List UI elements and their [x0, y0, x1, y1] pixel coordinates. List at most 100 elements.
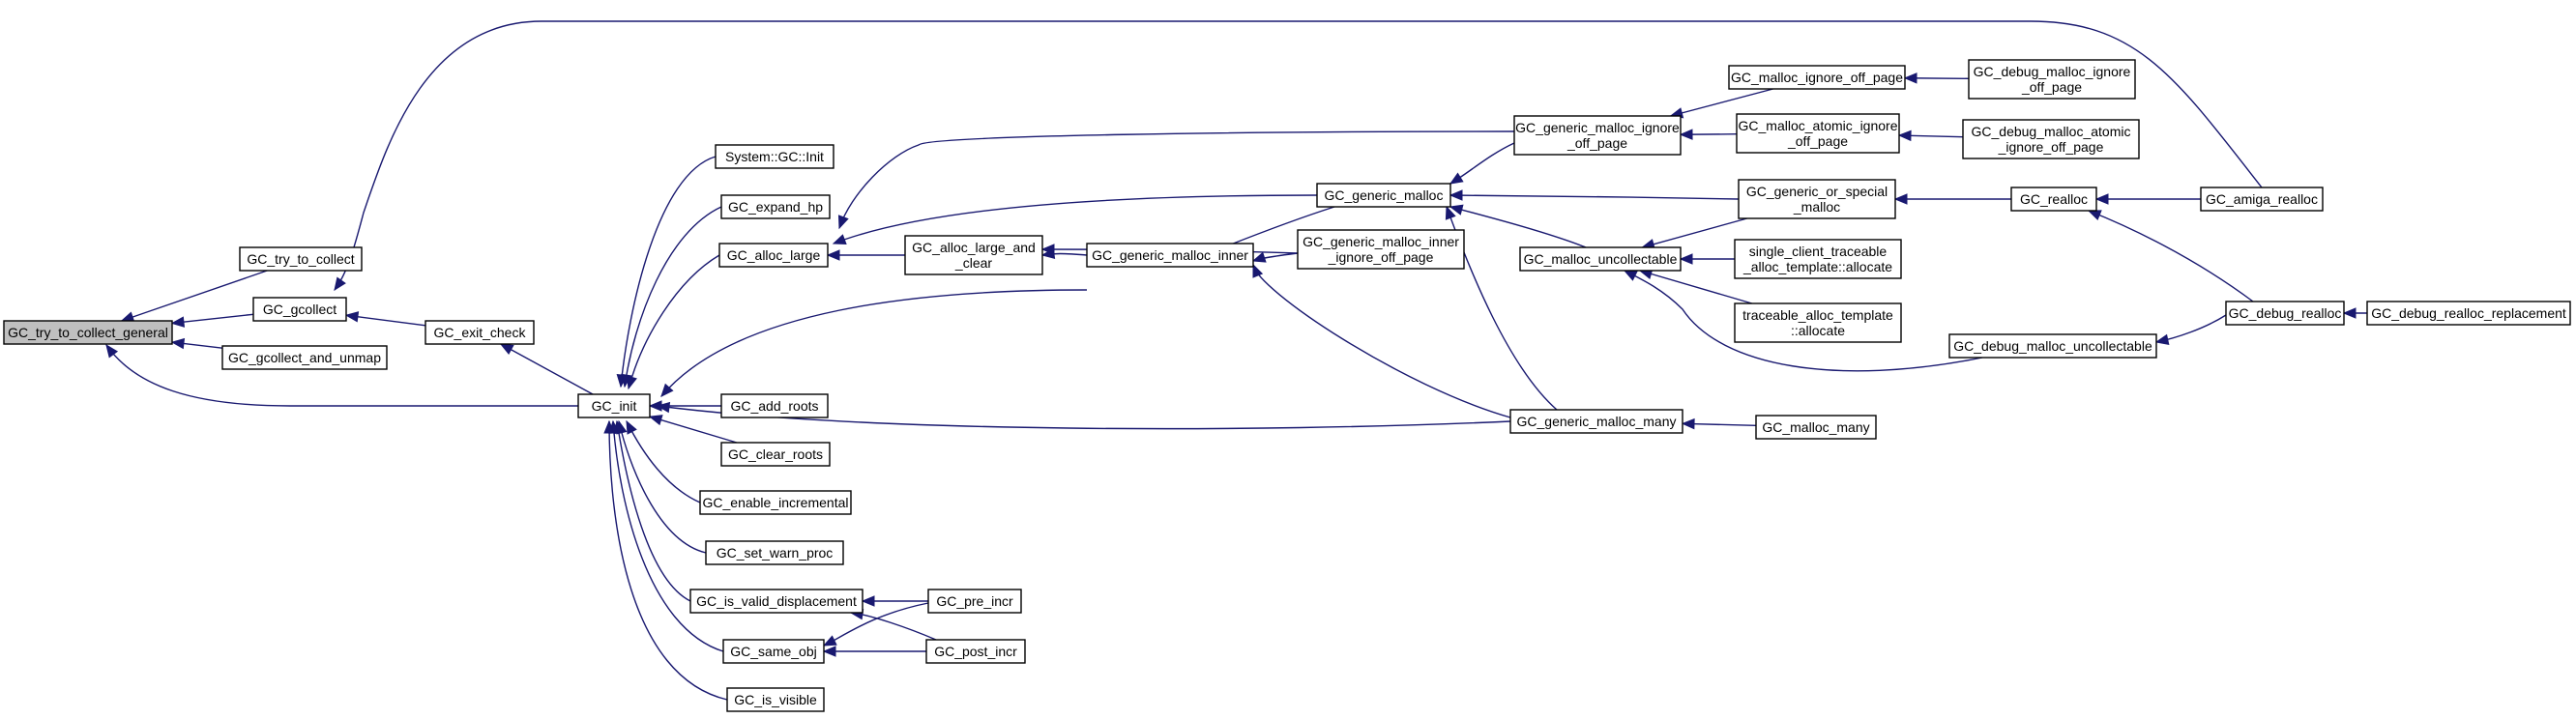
node-gc-debug-malloc-uncollectable[interactable]: GC_debug_malloc_uncollectable: [1948, 333, 2157, 359]
node-gc-alloc-large-and-clear[interactable]: GC_alloc_large_and_clear: [904, 235, 1043, 275]
node-gc-generic-malloc-inner-box: [1086, 243, 1254, 268]
node-gc-try-to-collect-box: [239, 246, 363, 272]
node-gc-expand-hp[interactable]: GC_expand_hp: [720, 194, 831, 219]
node-gc-malloc-ignore-off-page[interactable]: GC_malloc_ignore_off_page: [1728, 65, 1906, 90]
node-gc-debug-realloc-replacement[interactable]: GC_debug_realloc_replacement: [2366, 301, 2571, 326]
node-gc-generic-malloc-ignore-off-page-label: GC_generic_malloc_ignore: [1515, 120, 1680, 135]
node-gc-realloc-box: [2010, 187, 2097, 212]
node-gc-malloc-atomic-ignore-off-page[interactable]: GC_malloc_atomic_ignore_off_page: [1736, 113, 1900, 154]
node-gc-set-warn-proc[interactable]: GC_set_warn_proc: [705, 540, 844, 565]
edge-enable-incremental-to-gc-init: [626, 420, 701, 503]
edge-generic-malloc-to-alloc-large-arrowhead: [832, 234, 847, 244]
node-gc-alloc-large[interactable]: GC_alloc_large: [718, 243, 829, 268]
edge-generic-malloc-inner-iop-to-generic-malloc-inner-arrowhead: [1251, 251, 1267, 263]
node-gc-generic-malloc-label: GC_generic_malloc: [1325, 187, 1444, 203]
edge-generic-malloc-inner-to-gc-init: [660, 289, 1088, 397]
node-gc-malloc-many[interactable]: GC_malloc_many: [1755, 415, 1877, 440]
node-gc-try-to-collect[interactable]: GC_try_to_collect: [239, 246, 363, 272]
edge-malloc-many-to-generic-malloc-many-arrowhead: [1681, 417, 1695, 430]
node-gc-is-visible-label: GC_is_visible: [734, 692, 817, 707]
node-layer: GC_try_to_collect_general GC_try_to_colle…: [3, 59, 2571, 712]
node-gc-try-to-collect-general-box: [3, 320, 173, 345]
node-gc-generic-malloc-ignore-off-page-box: [1513, 115, 1682, 156]
node-gc-generic-malloc-many[interactable]: GC_generic_malloc_many: [1509, 409, 1683, 434]
node-gc-alloc-large-and-clear-label: _clear: [954, 255, 992, 271]
node-gc-realloc[interactable]: GC_realloc: [2010, 187, 2097, 212]
node-gc-try-to-collect-general[interactable]: GC_try_to_collect_general: [3, 320, 173, 345]
edge-same-obj-to-gc-init: [612, 420, 724, 652]
node-gc-gcollect-and-unmap[interactable]: GC_gcollect_and_unmap: [221, 345, 388, 370]
node-gc-debug-realloc[interactable]: GC_debug_realloc: [2225, 301, 2345, 326]
node-gc-expand-hp-box: [720, 194, 831, 219]
node-gc-gcollect-label: GC_gcollect: [263, 302, 337, 317]
edge-pre-incr-to-same-obj-arrowhead: [822, 635, 837, 647]
edge-generic-malloc-iop-to-generic-malloc-arrowhead: [1449, 172, 1464, 185]
node-gc-malloc-atomic-ignore-off-page-label: _off_page: [1787, 133, 1848, 149]
node-gc-enable-incremental-box: [699, 490, 852, 515]
node-gc-expand-hp-label: GC_expand_hp: [728, 199, 823, 215]
node-traceable-alloc-template-allocate[interactable]: traceable_alloc_template::allocate: [1734, 302, 1902, 343]
node-system-gc-init[interactable]: System::GC::Init: [715, 144, 834, 169]
edge-generic-malloc-iop-to-alloc-large: [838, 130, 1515, 229]
node-gc-debug-malloc-atomic-ignore-off-page-box: [1962, 119, 2140, 159]
node-gc-malloc-ignore-off-page-label: GC_malloc_ignore_off_page: [1731, 70, 1903, 85]
edge-is-visible-to-gc-init-arrowhead: [603, 419, 615, 434]
node-gc-exit-check-box: [424, 320, 535, 345]
node-gc-alloc-large-box: [718, 243, 829, 268]
edge-generic-or-special-to-generic-malloc-arrowhead: [1449, 189, 1463, 201]
node-gc-gcollect[interactable]: GC_gcollect: [252, 297, 347, 322]
node-traceable-alloc-template-allocate-label: traceable_alloc_template: [1742, 307, 1893, 323]
node-gc-enable-incremental-label: GC_enable_incremental: [703, 495, 849, 510]
node-gc-debug-malloc-ignore-off-page[interactable]: GC_debug_malloc_ignore_off_page: [1968, 59, 2136, 100]
node-gc-is-visible[interactable]: GC_is_visible: [726, 687, 825, 712]
node-gc-alloc-large-and-clear-box: [904, 235, 1043, 275]
node-gc-amiga-realloc[interactable]: GC_amiga_realloc: [2200, 187, 2324, 212]
edge-gc-init-to-exit-check: [500, 343, 594, 395]
edge-generic-malloc-inner-to-gc-init-arrowhead: [660, 383, 674, 397]
edge-pre-incr-to-is-valid-displacement-arrowhead: [861, 595, 875, 607]
edge-alloc-large-and-clear-to-alloc-large-arrowhead: [826, 249, 840, 261]
edge-gcollect-to-try-collect-general: [171, 313, 254, 325]
node-gc-debug-realloc-replacement-box: [2366, 301, 2571, 326]
node-gc-generic-or-special-malloc[interactable]: GC_generic_or_special_malloc: [1738, 179, 1896, 219]
node-gc-generic-malloc[interactable]: GC_generic_malloc: [1316, 183, 1451, 208]
edge-generic-malloc-to-alloc-large: [833, 194, 1318, 244]
edge-generic-malloc-many-to-generic-malloc-inner: [1252, 264, 1511, 418]
node-gc-debug-malloc-atomic-ignore-off-page[interactable]: GC_debug_malloc_atomic_ignore_off_page: [1962, 119, 2140, 159]
node-gc-malloc-uncollectable[interactable]: GC_malloc_uncollectable: [1519, 246, 1682, 272]
node-gc-alloc-large-and-clear-label: GC_alloc_large_and: [912, 240, 1036, 255]
edge-gcollect-unmap-to-try-collect-general-arrowhead: [170, 337, 186, 350]
edge-clear-roots-to-gc-init-arrowhead: [648, 415, 663, 426]
edge-post-incr-to-same-obj-arrowhead: [822, 646, 836, 657]
node-gc-clear-roots[interactable]: GC_clear_roots: [720, 442, 831, 467]
edge-is-visible-to-gc-init: [608, 420, 728, 701]
node-gc-generic-malloc-inner-ignore-off-page[interactable]: GC_generic_malloc_inner_ignore_off_page: [1297, 229, 1465, 270]
node-gc-malloc-many-label: GC_malloc_many: [1762, 419, 1869, 435]
node-gc-generic-malloc-box: [1316, 183, 1451, 208]
node-single-client-traceable-alloc-template-allocate[interactable]: single_client_traceable_alloc_template::…: [1734, 239, 1902, 279]
node-gc-add-roots-box: [720, 393, 829, 418]
node-gc-init[interactable]: GC_init: [577, 393, 651, 418]
node-gc-pre-incr[interactable]: GC_pre_incr: [927, 589, 1022, 614]
node-gc-generic-malloc-inner[interactable]: GC_generic_malloc_inner: [1086, 243, 1254, 268]
edge-debug-realloc-to-realloc: [2088, 210, 2254, 302]
node-gc-init-box: [577, 393, 651, 418]
node-gc-exit-check[interactable]: GC_exit_check: [424, 320, 535, 345]
node-gc-generic-malloc-inner-label: GC_generic_malloc_inner: [1092, 247, 1248, 263]
edge-post-incr-to-is-valid-displacement: [850, 612, 937, 641]
node-gc-generic-malloc-ignore-off-page[interactable]: GC_generic_malloc_ignore_off_page: [1513, 115, 1682, 156]
node-gc-enable-incremental[interactable]: GC_enable_incremental: [699, 490, 852, 515]
node-single-client-traceable-alloc-template-allocate-label: single_client_traceable: [1749, 244, 1888, 259]
edge-exit-check-to-gcollect: [345, 314, 426, 327]
node-gc-debug-malloc-uncollectable-box: [1948, 333, 2157, 359]
node-gc-set-warn-proc-label: GC_set_warn_proc: [717, 545, 834, 561]
edge-malloc-uncollectable-to-generic-malloc: [1449, 206, 1587, 248]
node-gc-add-roots[interactable]: GC_add_roots: [720, 393, 829, 418]
node-gc-set-warn-proc-box: [705, 540, 844, 565]
node-traceable-alloc-template-allocate-label: ::allocate: [1791, 323, 1845, 338]
node-gc-post-incr[interactable]: GC_post_incr: [925, 639, 1026, 664]
node-gc-is-valid-displacement[interactable]: GC_is_valid_displacement: [689, 589, 864, 614]
node-gc-same-obj[interactable]: GC_same_obj: [722, 639, 825, 664]
node-system-gc-init-label: System::GC::Init: [725, 149, 824, 164]
